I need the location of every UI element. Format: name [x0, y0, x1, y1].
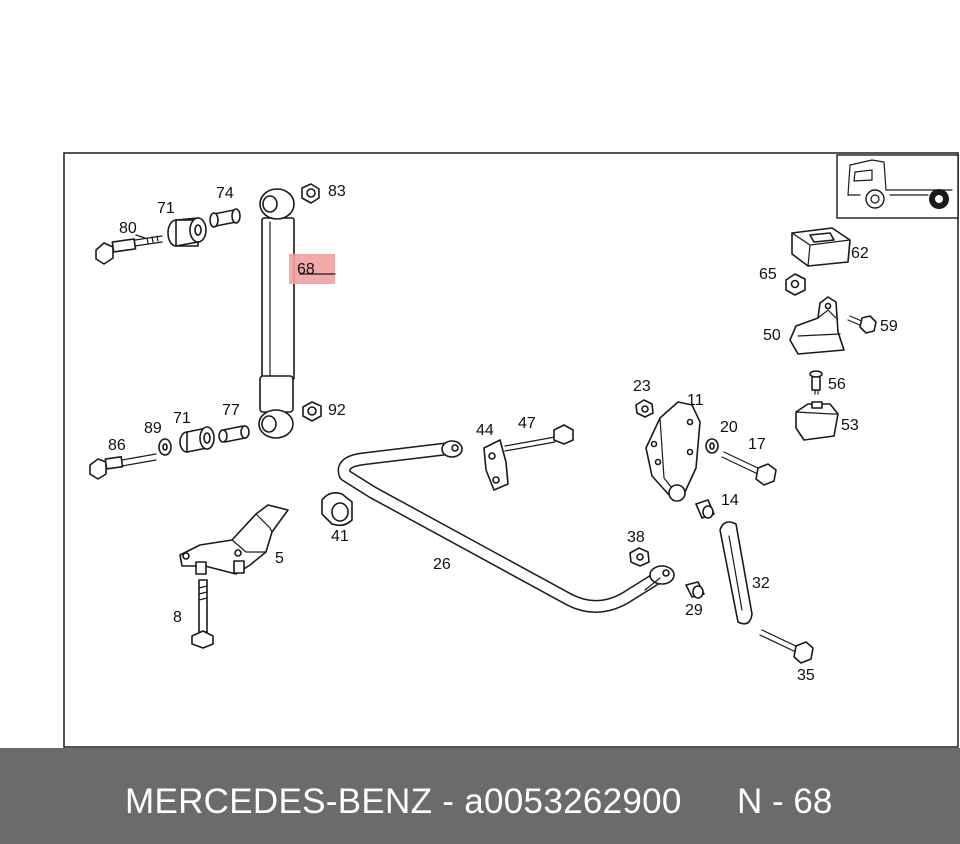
vehicle-location-icon — [836, 154, 959, 219]
leader-lines — [135, 234, 661, 591]
rubber-bush-41 — [321, 492, 353, 527]
bush-29 — [685, 581, 705, 599]
label-20: 20 — [720, 419, 738, 436]
footer-part-title: MERCEDES-BENZ - a0053262900 — [125, 782, 682, 821]
label-77: 77 — [222, 402, 240, 419]
label-11: 11 — [687, 392, 704, 409]
washer-89 — [158, 438, 172, 456]
label-14: 14 — [721, 492, 739, 509]
label-71-lower: 71 — [173, 410, 191, 427]
diagram-frame — [63, 152, 959, 748]
bushing-71-lower — [179, 426, 215, 453]
label-86: 86 — [108, 437, 126, 454]
label-80: 80 — [119, 220, 137, 237]
label-59: 59 — [880, 318, 898, 335]
bracket-50 — [789, 296, 845, 355]
sleeve-77 — [218, 425, 250, 443]
nut-65 — [785, 273, 806, 296]
bracket-5 — [179, 504, 289, 575]
label-29: 29 — [685, 602, 703, 619]
bolt-8 — [191, 579, 214, 649]
rubber-buffer-53 — [795, 401, 839, 441]
bolt-59 — [847, 315, 877, 334]
footer-bar — [0, 748, 960, 844]
upper-bolt-80 — [95, 235, 163, 265]
label-32: 32 — [752, 575, 770, 592]
nut-92 — [302, 401, 322, 422]
bracket-11 — [645, 401, 701, 502]
footer-diagram-code: N - 68 — [737, 782, 833, 821]
label-92: 92 — [328, 402, 346, 419]
bolt-17 — [721, 451, 777, 486]
part-68-highlight — [289, 254, 335, 284]
label-74: 74 — [216, 185, 234, 202]
bush-14 — [695, 499, 715, 519]
label-68: 68 — [297, 261, 315, 278]
sleeve-74 — [209, 208, 241, 228]
nut-38 — [629, 547, 650, 567]
label-44: 44 — [476, 422, 494, 439]
label-26: 26 — [433, 556, 451, 573]
label-50: 50 — [763, 327, 781, 344]
part-labels: 80 71 74 83 68 86 89 71 77 92 5 8 41 26 … — [108, 183, 898, 684]
label-5: 5 — [275, 550, 284, 567]
washer-20 — [705, 438, 719, 454]
shock-absorber — [258, 188, 295, 439]
label-56: 56 — [828, 376, 846, 393]
nut-83 — [301, 183, 320, 204]
label-17: 17 — [748, 436, 766, 453]
clamp-44 — [483, 439, 509, 491]
label-8: 8 — [173, 609, 182, 626]
label-23: 23 — [633, 378, 651, 395]
lower-bolt-86 — [89, 453, 157, 480]
nut-23 — [635, 399, 654, 418]
label-41: 41 — [331, 528, 349, 545]
label-83: 83 — [328, 183, 346, 200]
label-89: 89 — [144, 420, 162, 437]
link-32 — [719, 521, 753, 625]
anti-roll-bar-26 — [337, 440, 675, 613]
label-53: 53 — [841, 417, 859, 434]
label-65: 65 — [759, 266, 777, 283]
label-62: 62 — [851, 245, 869, 262]
bolt-47 — [504, 424, 574, 452]
label-35: 35 — [797, 667, 815, 684]
rubber-block-62 — [791, 227, 851, 267]
label-38: 38 — [627, 529, 645, 546]
label-71-upper: 71 — [157, 200, 175, 217]
bolt-56 — [809, 370, 823, 395]
bolt-35 — [759, 629, 814, 664]
label-47: 47 — [518, 415, 536, 432]
bushing-71-upper — [167, 217, 207, 247]
